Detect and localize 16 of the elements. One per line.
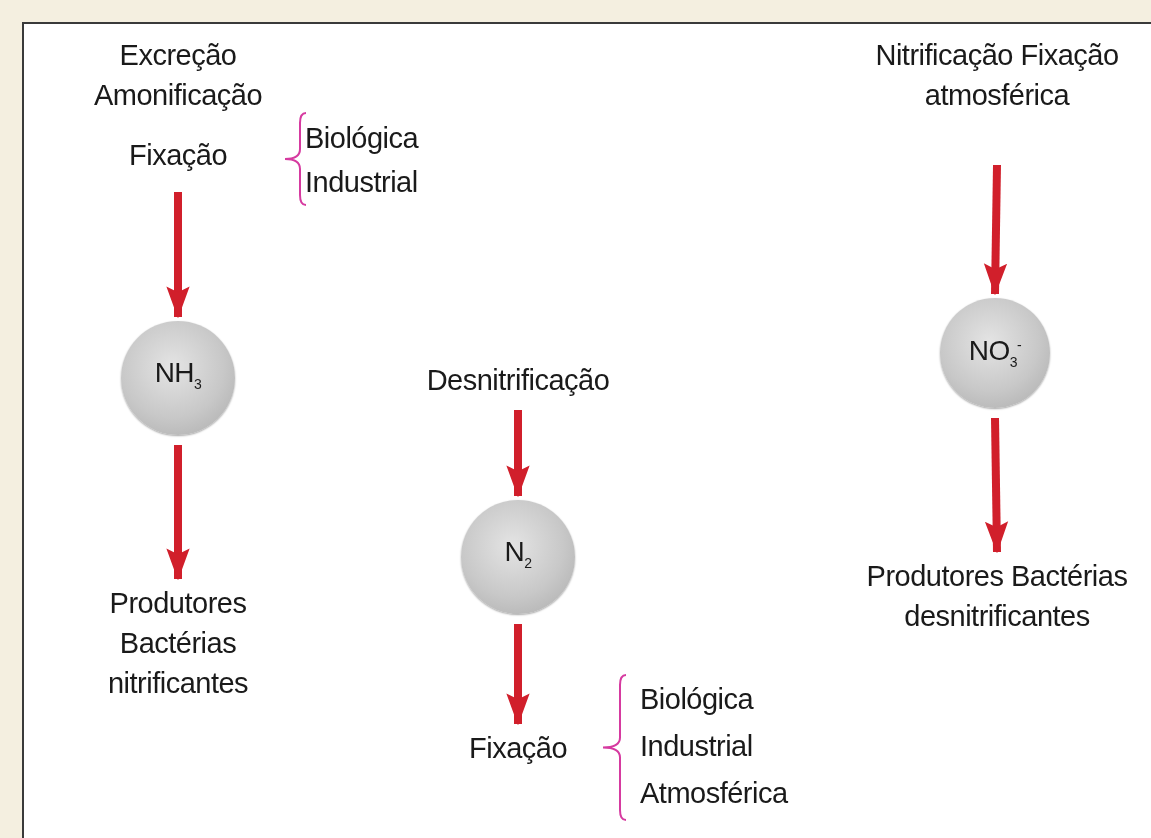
process-label: Desnitrificação	[425, 363, 611, 398]
process-label: Excreção Amonificação	[92, 38, 264, 113]
formula-label: N$_{2}$	[504, 534, 532, 573]
formula-label: NH$_{3}$	[154, 355, 202, 394]
type-label: Industrial	[640, 729, 753, 764]
arrow	[984, 417, 1009, 554]
process-label: Produtores Bactérias nitrificantes	[106, 586, 250, 701]
process-label: Fixação	[467, 731, 568, 766]
process-label: Produtores Bactérias desnitrificantes	[865, 559, 1129, 634]
process-label: Fixação	[127, 138, 228, 173]
arrow	[983, 164, 1008, 296]
process-label: Nitrificação Fixação atmosférica	[874, 38, 1120, 113]
type-label: Biológica	[640, 682, 754, 717]
type-label: Atmosférica	[640, 776, 788, 811]
type-label: Biológica	[305, 121, 419, 156]
type-label: Industrial	[305, 165, 418, 200]
